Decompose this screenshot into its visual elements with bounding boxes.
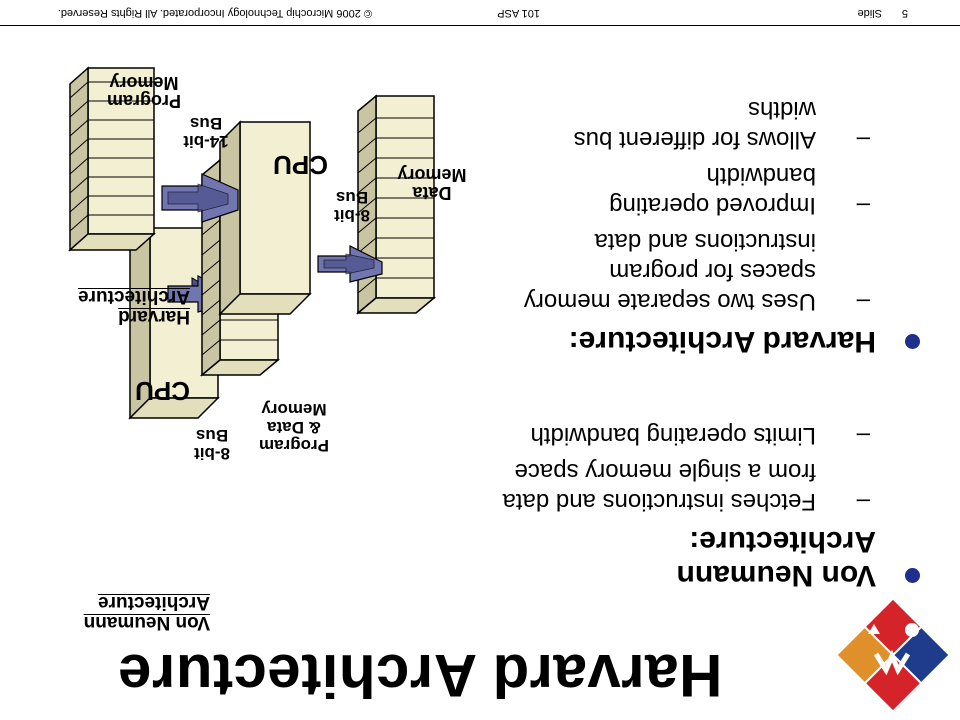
hv-program-memory-label-line: Memory [109, 73, 179, 93]
slide-title: Harvard Architecture [117, 642, 723, 709]
hv-8bit-bus-label: 8-bit Bus [322, 188, 382, 225]
sub-bullet-text: Allows for different bus widths [573, 96, 816, 153]
hv-program-memory-label: Program Memory [94, 73, 194, 111]
hv-14bit-bus-arrow [161, 173, 239, 223]
bullet-heading: Von Neumann Architecture: [676, 525, 876, 592]
footer-course: 101 ASP [497, 7, 540, 19]
vn-cpu-label: CPU [135, 376, 190, 406]
hv-data-memory-label-line: Data [412, 183, 452, 203]
vn-label-line: Architecture [98, 592, 210, 613]
vn-memory-label: Program & Data Memory [244, 400, 344, 455]
hv-bus-label-line: 14-bit [183, 132, 229, 151]
dash-icon: – [856, 126, 870, 153]
vn-memory-label-line: Program [259, 436, 329, 455]
vn-architecture-label: Von Neumann Architecture [60, 592, 210, 633]
sub-bullet: – Uses two separate memory spaces for pr… [500, 226, 920, 316]
vn-memory-label-line: Memory [261, 400, 327, 419]
footer-slide-number: 5 [901, 7, 908, 19]
hv-14bit-bus-label: 14-bit Bus [176, 114, 236, 151]
hv-8bit-bus-arrow [317, 245, 383, 283]
hv-label-line: Harvard [118, 306, 190, 327]
hv-bus-label-line: Bus [189, 114, 223, 133]
sub-bullet: – Limits operating bandwidth [500, 420, 920, 450]
dash-icon: – [856, 192, 870, 219]
sub-bullet-text: Improved operating bandwidth [609, 162, 816, 219]
bullet-heading: Harvard Architecture: [568, 325, 876, 358]
hv-bus-label-line: 8-bit [334, 206, 370, 225]
vn-memory-label-line: & Data [267, 418, 321, 437]
hv-data-memory-label: Data Memory [382, 165, 482, 203]
vn-bus-label-line: Bus [195, 426, 229, 445]
sub-bullet: – Allows for different bus widths [500, 94, 920, 154]
hv-label-line: Architecture [78, 286, 190, 307]
hv-bus-label-line: Bus [335, 188, 369, 207]
bullet-dot-icon [905, 568, 920, 583]
sub-bullet: – Improved operating bandwidth [500, 160, 920, 220]
vn-bus-label-line: 8-bit [194, 444, 230, 463]
dash-icon: – [856, 488, 870, 515]
bullet-dot-icon [905, 334, 920, 349]
slide-footer: © 2006 Microchip Technology Incorporated… [0, 0, 960, 26]
hv-program-memory-block [68, 66, 156, 252]
hv-data-memory-label-line: Memory [397, 165, 467, 185]
dash-icon: – [856, 422, 870, 449]
footer-slide-label: Slide [857, 7, 882, 19]
dash-icon: – [856, 288, 870, 315]
sub-bullet-text: Limits operating bandwidth [530, 422, 816, 449]
bullet-harvard: Harvard Architecture: [500, 324, 920, 358]
bullet-list: Von Neumann Architecture: – Fetches inst… [500, 88, 920, 592]
microchip-logo [835, 597, 951, 713]
vn-bus-label: 8-bit Bus [182, 426, 242, 463]
footer-copyright: © 2006 Microchip Technology Incorporated… [57, 7, 372, 19]
sub-bullet-text: Uses two separate memory spaces for prog… [523, 228, 816, 315]
hv-architecture-label: Harvard Architecture [60, 286, 190, 327]
hv-cpu-block [218, 120, 312, 316]
bullet-von-neumann: Von Neumann Architecture: [500, 524, 920, 592]
hv-cpu-label: CPU [273, 150, 328, 180]
vn-label-line: Von Neumann [83, 612, 210, 633]
hv-program-memory-label-line: Program [106, 91, 182, 111]
sub-bullet-text: Fetches instructions and data from a sin… [502, 458, 816, 515]
architecture-diagram [68, 66, 437, 420]
sub-bullet: – Fetches instructions and data from a s… [500, 456, 920, 516]
